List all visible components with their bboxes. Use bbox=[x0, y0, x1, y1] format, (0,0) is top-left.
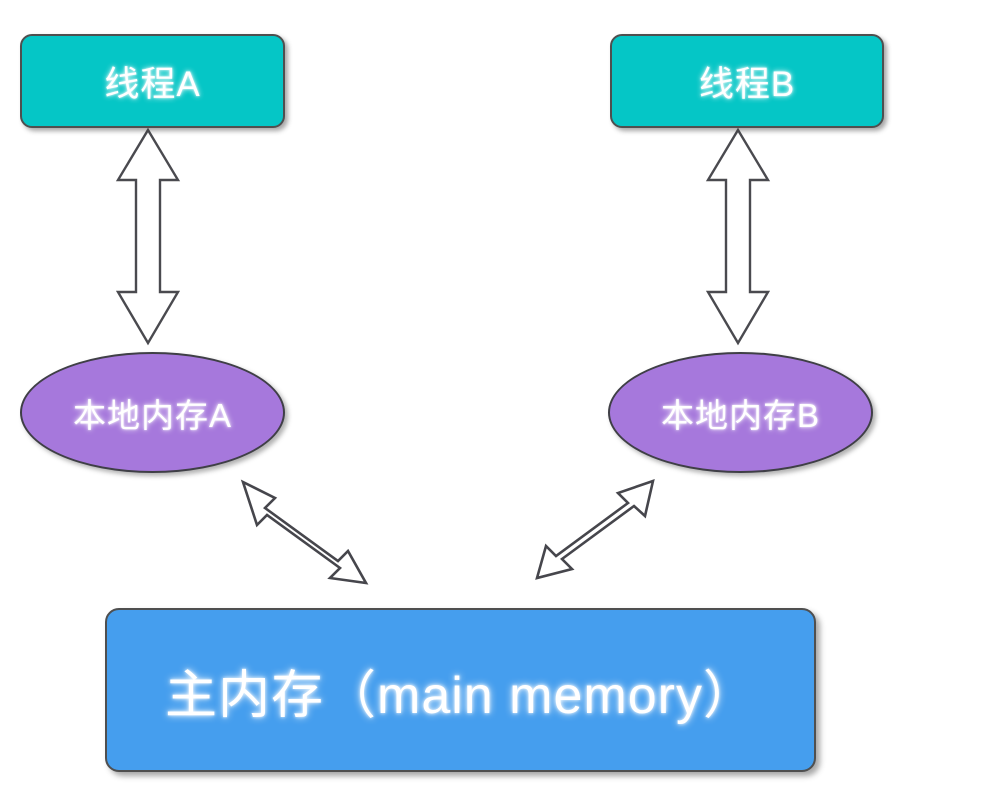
local-memory-a-node[interactable]: 本地内存A bbox=[20, 352, 285, 473]
arrow-thread-a-to-local-memory-a bbox=[115, 127, 181, 346]
local-memory-a-label: 本地内存A bbox=[72, 396, 232, 434]
thread-b-node[interactable]: 线程B bbox=[610, 34, 884, 128]
arrow-local-memory-a-to-main-memory bbox=[240, 479, 369, 585]
local-memory-b-label: 本地内存B bbox=[660, 396, 820, 434]
thread-a-label: 线程A bbox=[104, 64, 201, 104]
arrow-local-memory-b-to-main-memory bbox=[535, 479, 655, 580]
local-memory-b-node[interactable]: 本地内存B bbox=[608, 352, 873, 473]
thread-a-node[interactable]: 线程A bbox=[20, 34, 285, 128]
main-memory-label: 主内存（main memory） bbox=[165, 666, 756, 725]
arrow-thread-b-to-local-memory-b bbox=[705, 127, 771, 346]
main-memory-node[interactable]: 主内存（main memory） bbox=[105, 608, 816, 772]
thread-b-label: 线程B bbox=[698, 64, 796, 104]
